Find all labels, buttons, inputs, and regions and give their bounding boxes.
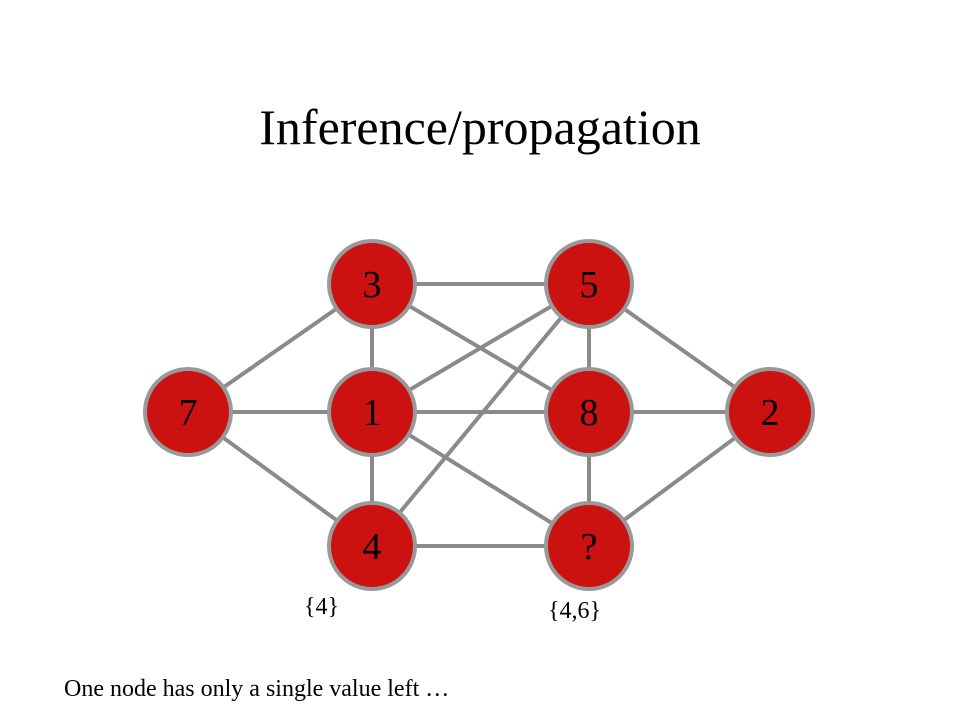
node-circle: [544, 367, 634, 457]
domain-label-node-unknown: {4,6}: [548, 598, 602, 624]
node-n2: 2: [725, 367, 815, 457]
node-label: 5: [580, 264, 599, 306]
node-n4: 4: [327, 501, 417, 591]
node-n7: 7: [143, 367, 233, 457]
node-n5: 5: [544, 239, 634, 329]
node-circle: [725, 367, 815, 457]
node-label: ?: [581, 526, 598, 568]
slide-title: Inference/propagation: [259, 99, 701, 155]
node-circle: [327, 501, 417, 591]
node-circle: [327, 239, 417, 329]
node-label: 4: [363, 526, 382, 568]
node-circle: [327, 367, 417, 457]
node-n8: 8: [544, 367, 634, 457]
node-circle: [544, 501, 634, 591]
edge-n4-n5: [370, 282, 591, 548]
node-circle: [544, 239, 634, 329]
domain-label-node-4: {4}: [304, 594, 340, 620]
node-label: 1: [363, 392, 382, 434]
node-label: 8: [580, 392, 599, 434]
node-label: 2: [761, 392, 780, 434]
graph-nodes: 7 3 1 4 5 8? 2: [143, 239, 815, 591]
node-label: 7: [179, 392, 198, 434]
slide-caption: One node has only a single value left …: [64, 676, 450, 702]
graph-edges: [186, 282, 772, 548]
node-n1: 1: [327, 367, 417, 457]
node-n3: 3: [327, 239, 417, 329]
node-label: 3: [363, 264, 382, 306]
node-circle: [143, 367, 233, 457]
node-nq: ?: [544, 501, 634, 591]
